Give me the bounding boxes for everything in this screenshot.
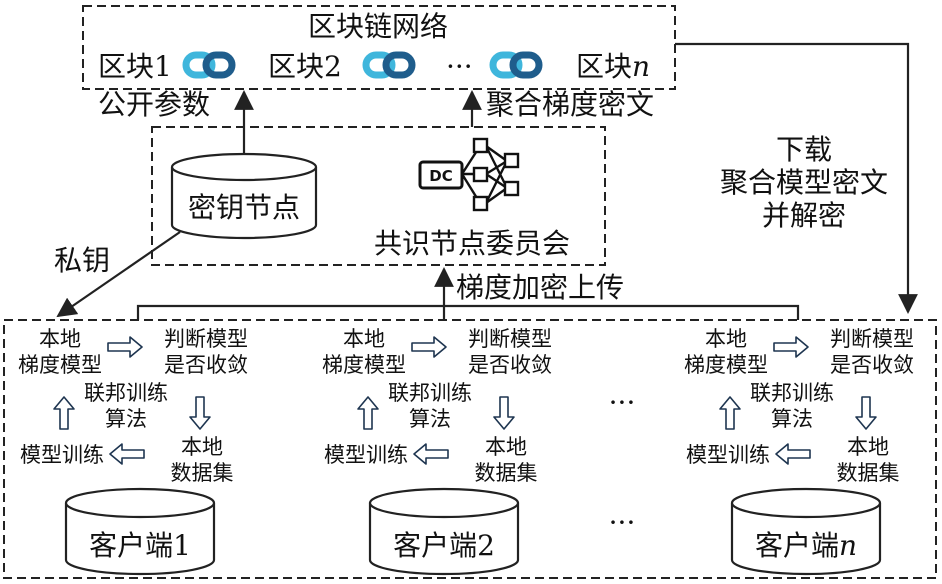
local-gradient-label: 本地 — [343, 327, 385, 351]
download-label-1: 下载 — [776, 133, 832, 166]
local-dataset-label: 本地 — [485, 435, 527, 459]
client-panel-2: 本地 梯度模型 判断模型 是否收敛 联邦训练 算法 本地 数据集 模型训练 客户… — [322, 327, 552, 576]
download-label-2: 聚合模型密文 — [720, 166, 888, 199]
block-2-label: 区块2 — [268, 50, 342, 83]
dc-icon-label: DC — [429, 167, 452, 185]
chain-link-icon — [186, 55, 232, 75]
federated-algorithm-label: 算法 — [771, 407, 813, 431]
federated-algorithm-label: 联邦训练 — [388, 381, 472, 405]
committee-label: 共识节点委员会 — [374, 227, 570, 260]
judge-convergence-label: 是否收敛 — [830, 353, 914, 377]
aggregated-gradient-label: 聚合梯度密文 — [486, 88, 654, 121]
judge-convergence-label: 判断模型 — [468, 327, 552, 351]
federated-algorithm-label: 联邦训练 — [84, 381, 168, 405]
dc-network-icon — [418, 137, 520, 212]
blockchain-network-box — [82, 5, 676, 90]
client-1-cylinder — [64, 487, 216, 576]
upload-bus-line — [136, 304, 800, 320]
federated-algorithm-label: 算法 — [409, 407, 451, 431]
client-2-cylinder — [368, 487, 520, 576]
chain-link-icon — [366, 55, 412, 75]
local-dataset-label: 本地 — [181, 435, 223, 459]
local-gradient-label: 本地 — [39, 327, 81, 351]
federated-algorithm-label: 联邦训练 — [750, 381, 834, 405]
local-dataset-label: 数据集 — [837, 461, 900, 485]
download-arrow — [675, 42, 918, 314]
local-gradient-label: 梯度模型 — [684, 353, 768, 377]
judge-convergence-label: 判断模型 — [830, 327, 914, 351]
clients-ellipsis-middle: ··· — [609, 386, 636, 419]
consensus-committee-box — [151, 126, 606, 266]
key-node-label: 密钥节点 — [188, 191, 300, 224]
blockchain-title: 区块链网络 — [308, 10, 448, 43]
block-ellipsis: ··· — [446, 50, 473, 83]
client-n-label: 客户端n — [755, 529, 857, 562]
local-gradient-label: 本地 — [705, 327, 747, 351]
block-n-label: 区块n — [576, 50, 650, 83]
local-dataset-label: 数据集 — [475, 461, 538, 485]
judge-convergence-label: 是否收敛 — [468, 353, 552, 377]
download-label-3: 并解密 — [762, 199, 846, 232]
clients-box — [3, 319, 937, 579]
local-gradient-label: 梯度模型 — [322, 353, 406, 377]
model-training-label: 模型训练 — [324, 443, 408, 467]
local-gradient-label: 梯度模型 — [18, 353, 102, 377]
upload-label: 梯度加密上传 — [456, 271, 624, 304]
federated-algorithm-label: 算法 — [105, 407, 147, 431]
client-1-label: 客户端1 — [89, 529, 191, 562]
clients-ellipsis-bottom: ··· — [609, 506, 636, 539]
key-node-cylinder — [170, 152, 318, 240]
client-panel-1: 本地 梯度模型 判断模型 是否收敛 联邦训练 算法 本地 数据集 模型训练 客户… — [18, 327, 248, 576]
block-1-label: 区块1 — [98, 50, 172, 83]
public-params-label: 公开参数 — [98, 88, 210, 121]
client-n-cylinder — [730, 487, 882, 576]
client-2-label: 客户端2 — [393, 529, 495, 562]
chain-link-icon — [493, 55, 539, 75]
client-panel-n: 本地 梯度模型 判断模型 是否收敛 联邦训练 算法 本地 数据集 模型训练 客户… — [684, 327, 914, 576]
private-key-label: 私钥 — [54, 244, 110, 277]
judge-convergence-label: 判断模型 — [164, 327, 248, 351]
local-dataset-label: 本地 — [847, 435, 889, 459]
judge-convergence-label: 是否收敛 — [164, 353, 248, 377]
model-training-label: 模型训练 — [686, 443, 770, 467]
private-key-arrow — [56, 231, 181, 318]
local-dataset-label: 数据集 — [171, 461, 234, 485]
model-training-label: 模型训练 — [20, 443, 104, 467]
